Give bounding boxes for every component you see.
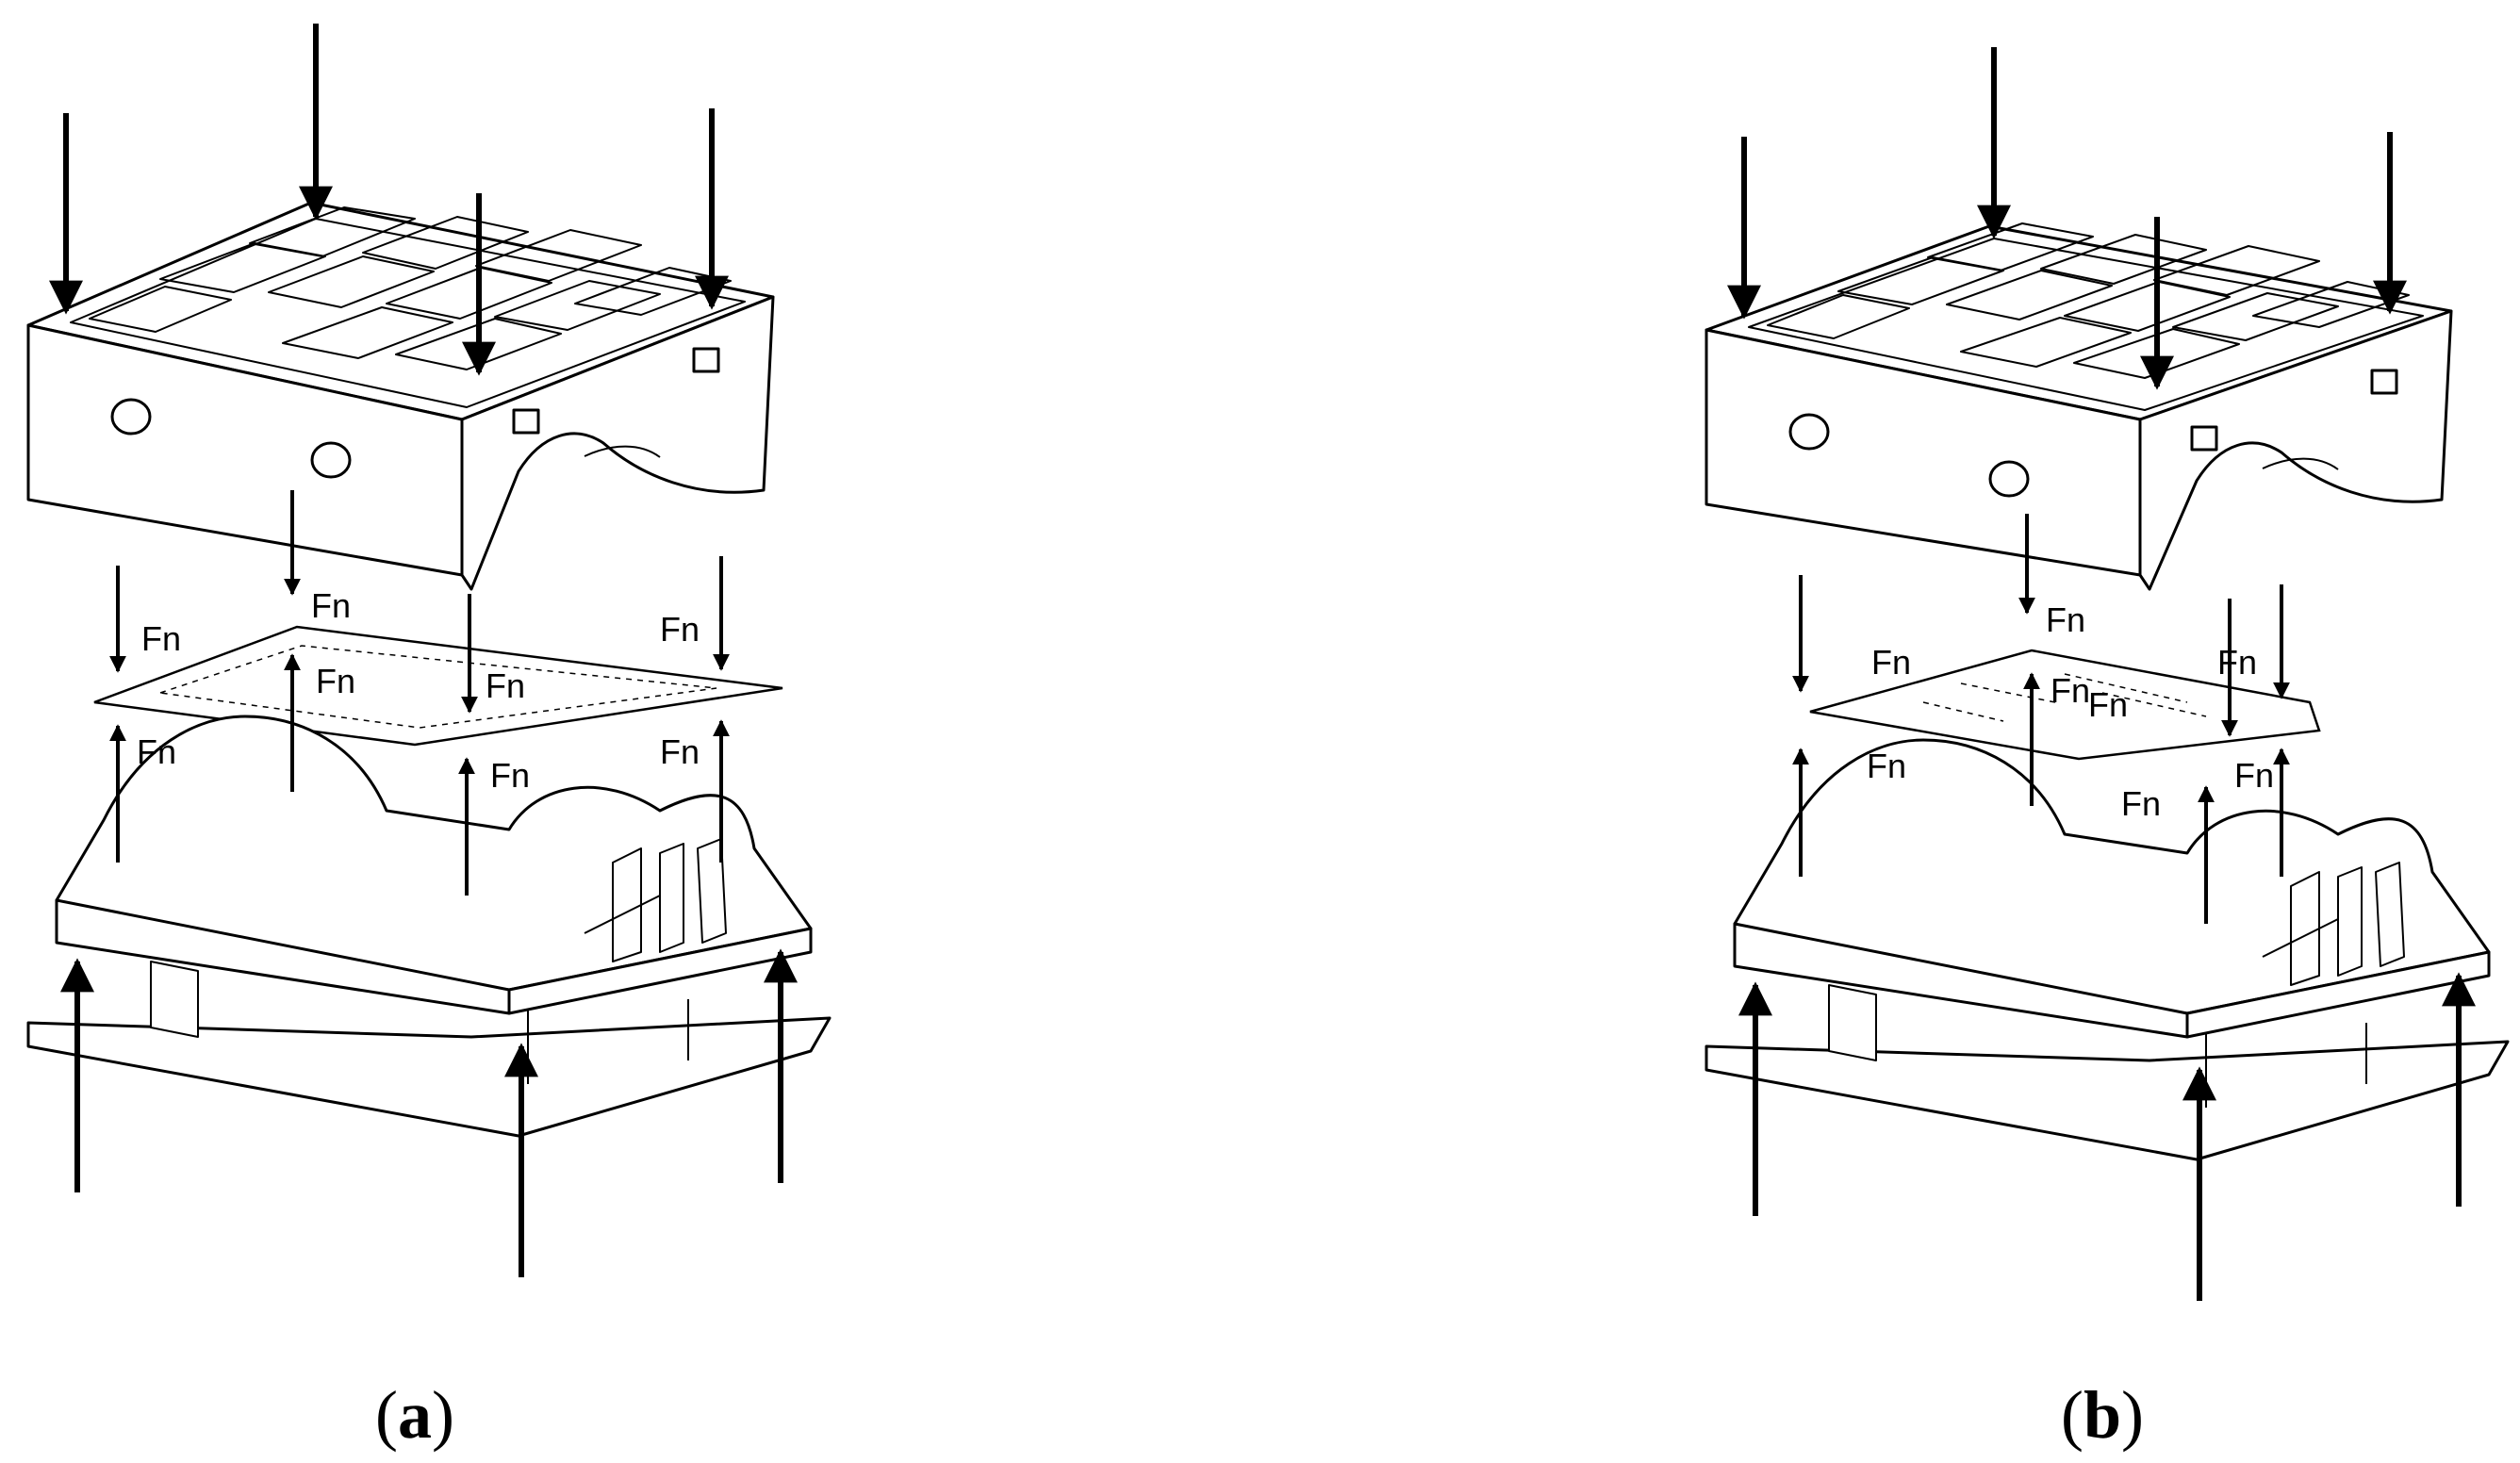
force-label: Fn (490, 756, 530, 795)
panel-caption-a: (a) (375, 1377, 454, 1453)
force-label: Fn (2217, 643, 2257, 682)
force-label: Fn (2051, 671, 2090, 710)
force-label: Fn (660, 610, 700, 649)
force-label: Fn (1871, 643, 1911, 682)
panel-b: Fn Fn Fn Fn Fn Fn Fn Fn (b) (1705, 47, 2510, 1453)
force-label: Fn (137, 732, 176, 771)
force-labels-a: Fn Fn Fn Fn Fn Fn Fn Fn (137, 586, 700, 795)
force-label: Fn (2046, 600, 2085, 639)
force-label: Fn (2088, 685, 2128, 724)
upper-die (1705, 222, 2453, 591)
upper-die (26, 201, 775, 591)
force-label: Fn (2234, 756, 2274, 795)
force-label: Fn (311, 586, 351, 625)
lower-die (1705, 738, 2510, 1161)
force-label: Fn (2121, 784, 2161, 823)
panel-caption-b: (b) (2061, 1377, 2144, 1453)
force-label: Fn (486, 666, 525, 705)
force-labels-b: Fn Fn Fn Fn Fn Fn Fn Fn (1867, 600, 2274, 823)
force-arrows-a (49, 24, 798, 1277)
lower-die (26, 715, 832, 1138)
force-label: Fn (316, 662, 355, 700)
force-label: Fn (1867, 747, 1906, 785)
force-arrows-b (1727, 47, 2476, 1301)
force-label: Fn (660, 732, 700, 771)
panel-a: Fn Fn Fn Fn Fn Fn Fn Fn (a) (26, 24, 832, 1453)
force-label: Fn (141, 619, 181, 658)
sheet-blank (1809, 649, 2321, 761)
